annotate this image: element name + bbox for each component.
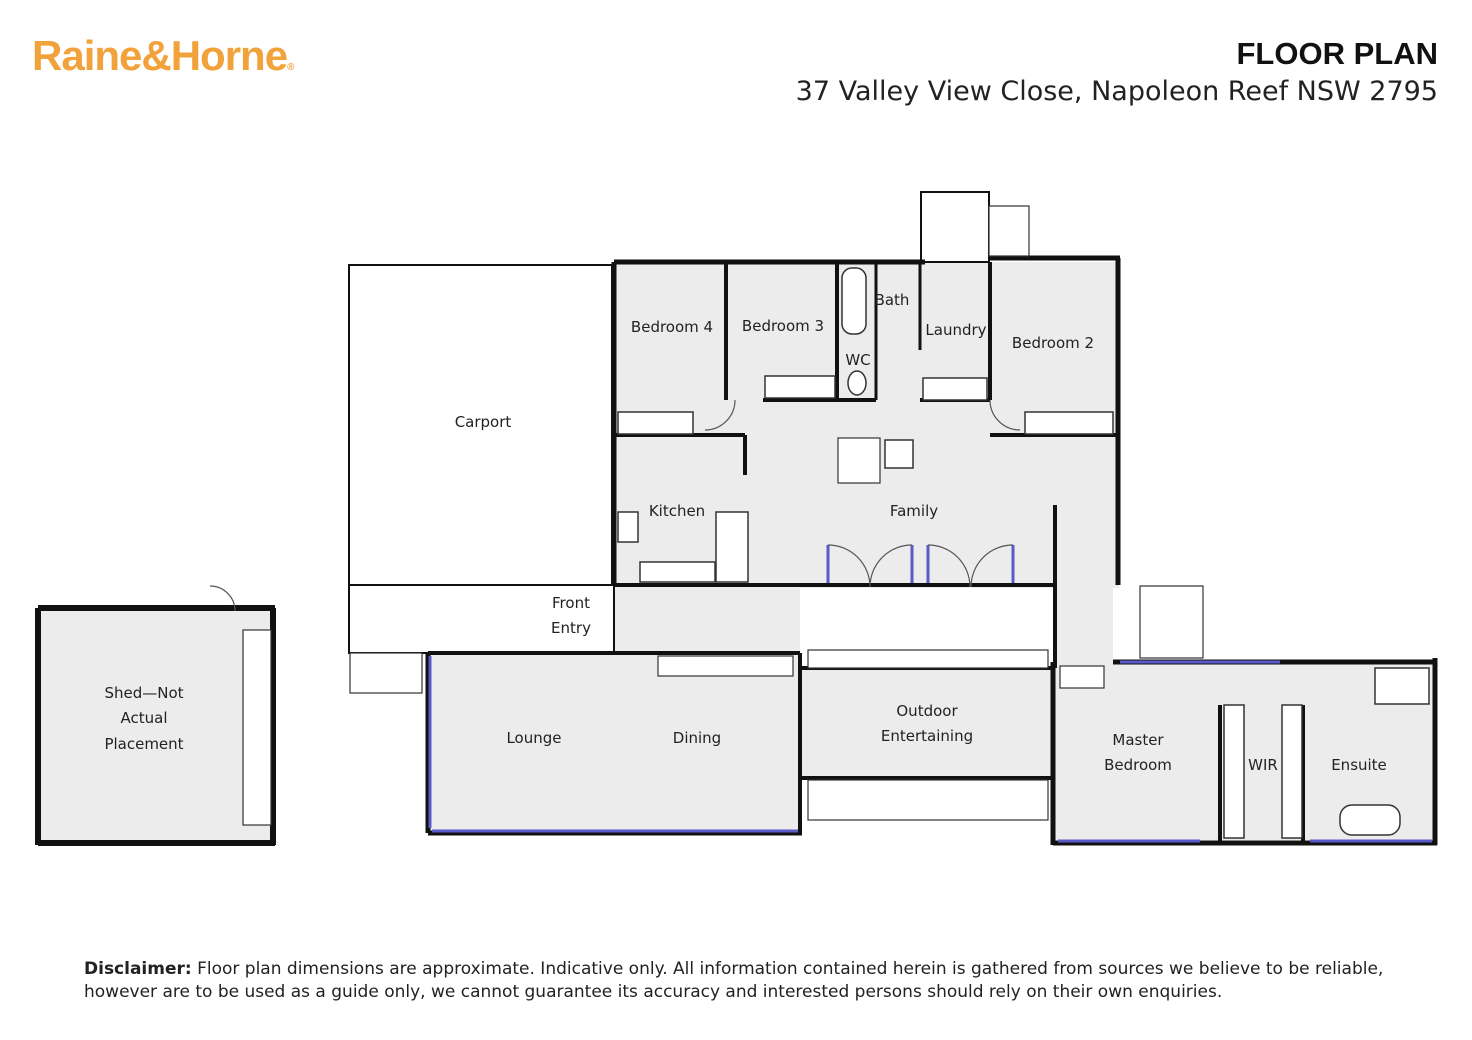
hall-floor (1055, 586, 1113, 666)
label-kitchen: Kitchen (649, 502, 705, 520)
toilet (847, 370, 867, 396)
door-swing (989, 399, 1021, 431)
header: FLOOR PLAN 37 Valley View Close, Napoleo… (796, 36, 1438, 107)
door-swing (970, 544, 1014, 588)
label-shed-1: Shed—Not (104, 684, 183, 702)
door-swing (209, 585, 236, 612)
label-master-1: Master (1112, 731, 1164, 749)
carport-floor (349, 265, 612, 583)
lounge-floor (430, 654, 800, 830)
door-swings (209, 399, 1021, 612)
stair-rear (988, 205, 1030, 257)
fixtures (617, 267, 1430, 839)
label-laundry: Laundry (925, 321, 986, 339)
kitchen-bench (639, 561, 716, 583)
brand-logo-text: Raine&Horne (32, 32, 288, 79)
label-dining: Dining (673, 729, 721, 747)
label-family: Family (890, 502, 938, 520)
entry-floor (614, 586, 800, 654)
bathtub (841, 267, 867, 335)
wir-shelf (1281, 704, 1303, 839)
disclaimer-text: Floor plan dimensions are approximate. I… (84, 959, 1384, 1002)
label-lounge: Lounge (506, 729, 561, 747)
shed-floor (40, 610, 273, 842)
label-bath: Bath (875, 291, 910, 309)
cooktop (617, 511, 639, 543)
stair-outdoor-lower (807, 779, 1049, 821)
shed-rack (242, 629, 272, 826)
label-shed-3: Placement (104, 735, 183, 753)
page-title: FLOOR PLAN (1236, 36, 1439, 71)
stair-outdoor (807, 649, 1049, 669)
ensuite-shower (1374, 667, 1430, 705)
label-wir: WIR (1248, 756, 1278, 774)
label-front-entry-1: Front (552, 594, 590, 612)
door-swing (704, 399, 736, 431)
stair-hall (837, 437, 881, 484)
label-bedroom3: Bedroom 3 (742, 317, 824, 335)
property-address: 37 Valley View Close, Napoleon Reef NSW … (795, 76, 1438, 107)
label-carport: Carport (455, 413, 512, 431)
label-outdoor-2: Entertaining (881, 727, 973, 745)
robe (1024, 411, 1114, 435)
brand-logo-mark: ® (287, 62, 294, 73)
stair-side (1139, 585, 1204, 659)
stairs (242, 205, 1204, 826)
label-ensuite: Ensuite (1331, 756, 1387, 774)
label-outdoor-1: Outdoor (896, 702, 958, 720)
stair-front (349, 652, 423, 694)
disclaimer-label: Disclaimer: (84, 959, 192, 979)
label-front-entry-2: Entry (551, 619, 591, 637)
ensuite-bath (1339, 804, 1401, 836)
door-swing (869, 544, 913, 588)
brand-logo: Raine&Horne® (32, 32, 295, 80)
outdoor-floor (800, 668, 1055, 778)
fireplace (884, 439, 914, 469)
walls (35, 191, 1438, 846)
label-bedroom4: Bedroom 4 (631, 318, 713, 336)
label-master-2: Bedroom (1104, 756, 1172, 774)
label-wc: WC (845, 351, 870, 369)
wir-shelf (1223, 704, 1245, 839)
rear-landing (921, 192, 989, 262)
room-labels: Carport Bedroom 4 Bedroom 3 Bath WC Laun… (104, 291, 1386, 774)
robe (922, 377, 988, 401)
stair-master (1059, 665, 1105, 689)
door-swing (927, 544, 971, 588)
label-bedroom2: Bedroom 2 (1012, 334, 1094, 352)
robe (764, 375, 836, 399)
door-swing (827, 544, 871, 588)
stair-deck (657, 655, 794, 677)
disclaimer: Disclaimer: Floor plan dimensions are ap… (84, 958, 1404, 1004)
windows (428, 545, 1432, 843)
label-shed-2: Actual (121, 709, 168, 727)
kitchen-island (715, 511, 749, 583)
robe (617, 411, 694, 435)
